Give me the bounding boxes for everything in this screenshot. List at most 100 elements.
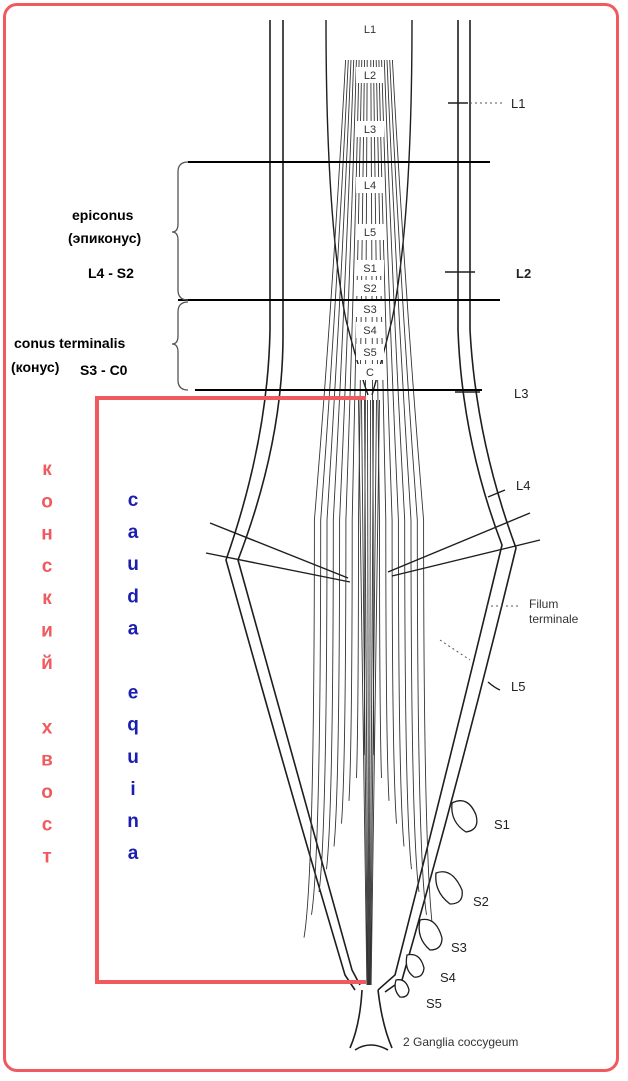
vertical-letter: с	[42, 814, 53, 835]
vertical-letter: i	[130, 779, 135, 800]
vertebra-l1: L1	[511, 96, 525, 111]
vertical-letter: d	[127, 586, 139, 607]
nerve-root	[389, 59, 427, 915]
vertical-letter: н	[41, 524, 52, 545]
sacral-root-s3: S3	[451, 940, 467, 955]
central-root	[367, 399, 370, 986]
nerve-root	[341, 59, 360, 824]
central-root	[364, 399, 369, 986]
segment-s1: S1	[363, 263, 376, 275]
vertical-letter: в	[41, 750, 53, 771]
segment-s4: S4	[363, 325, 376, 337]
nerve-root	[303, 59, 347, 938]
segment-label-bg	[356, 280, 384, 296]
segment-label-bg	[356, 121, 384, 137]
filum-label-line1: Filum	[529, 597, 558, 611]
segment-label-bg	[356, 21, 384, 37]
spinal-cord	[325, 19, 413, 396]
segment-s3: S3	[363, 304, 376, 316]
vertical-letter: т	[42, 847, 51, 868]
segment-l3: L3	[364, 124, 376, 136]
segment-l4: L4	[364, 180, 376, 192]
vertical-letter: u	[127, 747, 139, 768]
cauda-equina-roots	[303, 59, 435, 986]
vertical-letter: к	[42, 588, 52, 609]
vertical-letter: a	[128, 618, 139, 639]
vertical-letter: e	[128, 683, 139, 704]
sacral-ganglia	[394, 800, 478, 998]
segment-label-bg	[356, 224, 384, 240]
dural-sac	[225, 20, 517, 1051]
central-root	[368, 399, 371, 986]
vertical-letter: х	[42, 717, 53, 738]
sacral-root-s5: S5	[426, 996, 442, 1011]
nerve-root	[318, 59, 352, 893]
central-root	[370, 399, 380, 986]
segment-label-bg	[356, 260, 384, 276]
vertical-letter: к	[42, 459, 52, 480]
epiconus-russian-label: (эпиконус)	[68, 230, 141, 246]
central-root	[369, 399, 374, 986]
vertical-letter: с	[42, 556, 53, 577]
sacral-root-s2: S2	[473, 894, 489, 909]
vertical-letter: n	[127, 811, 139, 832]
segment-s5: S5	[363, 347, 376, 359]
vertical-letter: u	[127, 554, 139, 575]
nerve-root	[373, 59, 382, 779]
nerve-root	[381, 59, 405, 847]
nerve-root	[386, 59, 420, 893]
ganglia-coccygeum-label: 2 Ganglia coccygeum	[403, 1035, 518, 1049]
segment-l5: L5	[364, 227, 376, 239]
vertical-letter: a	[128, 843, 139, 864]
segment-label-bg	[356, 322, 384, 338]
epiconus-label: epiconus	[72, 207, 134, 223]
vertebra-l2: L2	[516, 266, 531, 281]
segment-label-bg	[356, 344, 384, 360]
vertebra-l5: L5	[511, 679, 525, 694]
outer-frame	[3, 3, 619, 1072]
vertebra-l4: L4	[516, 478, 530, 493]
vertical-letter: и	[41, 621, 53, 642]
filum-label-line2: terminale	[529, 612, 579, 626]
exiting-roots	[205, 102, 541, 691]
region-braces	[171, 161, 189, 391]
nerve-root	[356, 59, 365, 779]
vertical-letter: о	[41, 782, 53, 803]
nerve-root	[326, 59, 355, 870]
vertebra-guides	[439, 102, 520, 661]
nerve-root	[391, 59, 435, 938]
central-root	[358, 399, 368, 986]
segment-label-bg	[356, 301, 384, 317]
vertical-letter: й	[41, 653, 53, 674]
central-root	[361, 399, 368, 986]
nerve-root	[378, 59, 397, 824]
nerve-root	[311, 59, 349, 915]
segment-l1: L1	[364, 24, 376, 36]
conus-label: conus terminalis	[14, 335, 125, 351]
nerve-root	[333, 59, 357, 847]
segment-c: C	[366, 367, 374, 379]
sacral-root-s4: S4	[440, 970, 456, 985]
vertical-letter: a	[128, 522, 139, 543]
sacral-root-s1: S1	[494, 817, 510, 832]
region-boundaries	[178, 161, 500, 391]
vertical-letter: c	[128, 490, 139, 511]
vertical-letter: q	[127, 715, 139, 736]
segment-label-bg	[356, 67, 384, 83]
conus-russian-label: (конус)	[11, 359, 59, 375]
segment-s2: S2	[363, 283, 376, 295]
segment-label-bg	[356, 364, 384, 380]
vertical-letter: о	[41, 491, 53, 512]
segment-label-bg	[356, 177, 384, 193]
central-root	[370, 399, 377, 986]
nerve-root	[383, 59, 412, 870]
conus-range: S3 - C0	[80, 362, 128, 378]
epiconus-range: L4 - S2	[88, 265, 134, 281]
